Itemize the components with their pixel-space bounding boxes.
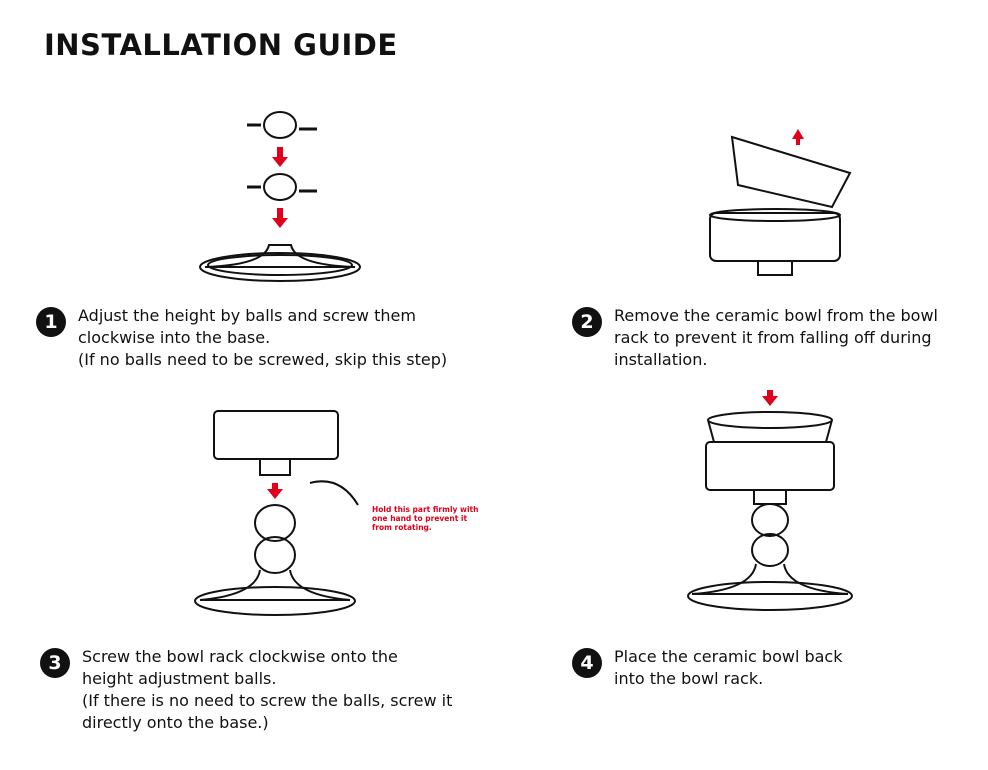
- step-text: into the bowl rack.: [614, 669, 764, 688]
- step-text: installation.: [614, 350, 708, 369]
- step-text: rack to prevent it from falling off duri…: [614, 328, 932, 347]
- note-line: from rotating.: [372, 523, 432, 532]
- step4-illustration: [687, 390, 853, 611]
- page-title: INSTALLATION GUIDE: [44, 28, 398, 62]
- step-text: (If there is no need to screw the balls,…: [82, 691, 453, 710]
- step-1: 1 Adjust the height by balls and screw t…: [36, 305, 447, 371]
- step-number-badge: 1: [36, 307, 66, 337]
- note-line: Hold this part firmly with: [372, 505, 479, 514]
- step1-illustration: [199, 111, 361, 282]
- step-text: height adjustment balls.: [82, 669, 277, 688]
- step-text: Place the ceramic bowl back: [614, 647, 843, 666]
- step-number-badge: 4: [572, 648, 602, 678]
- note-line: one hand to prevent it: [372, 514, 468, 523]
- step-number-badge: 2: [572, 307, 602, 337]
- step2-illustration: [709, 129, 852, 276]
- step-text: (If no balls need to be screwed, skip th…: [78, 350, 448, 369]
- step-text: Remove the ceramic bowl from the bowl: [614, 306, 938, 325]
- step-4: 4 Place the ceramic bowl back into the bo…: [572, 646, 843, 690]
- hold-note: Hold this part firmly with one hand to p…: [372, 505, 478, 532]
- step-text: directly onto the base.): [82, 713, 269, 732]
- step-number-badge: 3: [40, 648, 70, 678]
- step-text: Adjust the height by balls and screw the…: [78, 306, 416, 325]
- step-2: 2 Remove the ceramic bowl from the bowl r…: [572, 305, 938, 371]
- step-text: clockwise into the base.: [78, 328, 271, 347]
- step-text: Screw the bowl rack clockwise onto the: [82, 647, 398, 666]
- step3-illustration: [194, 410, 359, 616]
- step-3: 3 Screw the bowl rack clockwise onto the…: [40, 646, 452, 734]
